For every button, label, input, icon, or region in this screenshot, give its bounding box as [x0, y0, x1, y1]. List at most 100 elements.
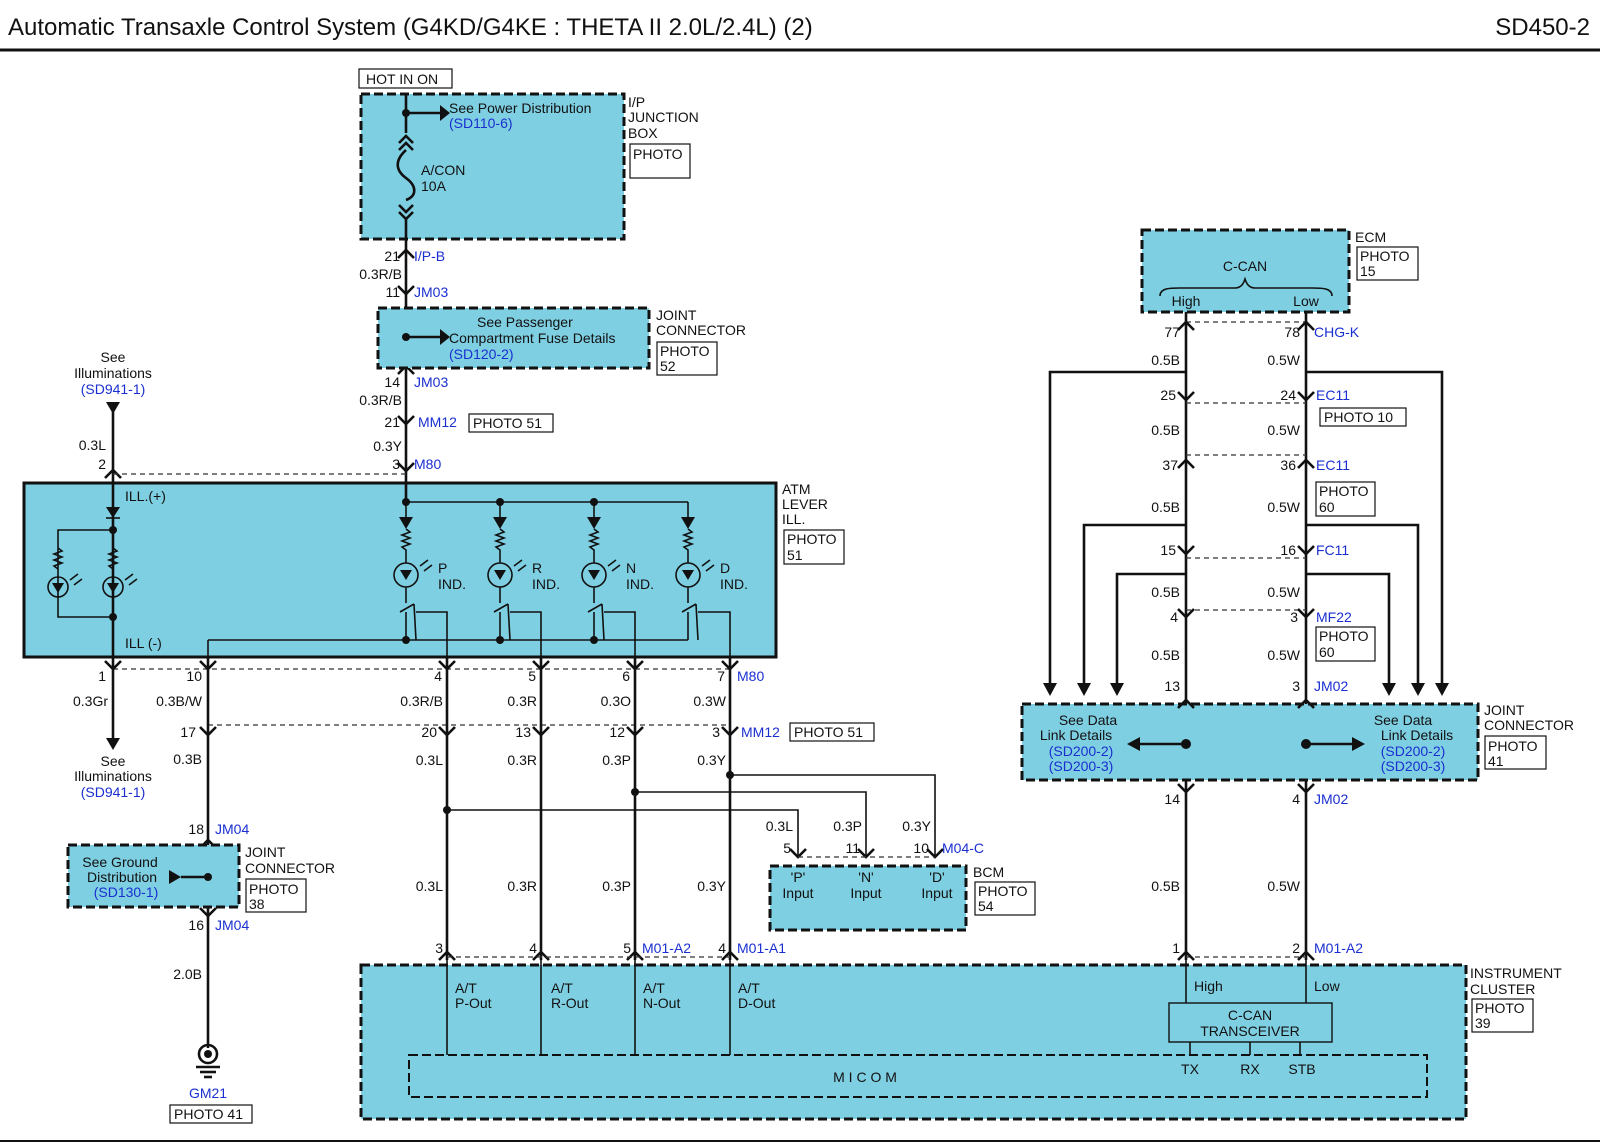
- at-r-at: A/T: [551, 980, 573, 996]
- illum-top-see: See: [101, 349, 126, 365]
- atm-photo: PHOTO: [787, 531, 837, 547]
- lamp-n-ind-label: IND.: [626, 576, 654, 592]
- connector-chevron: [1177, 391, 1195, 402]
- connector-chevron: [1297, 950, 1315, 961]
- micom-label: M I C O M: [833, 1069, 897, 1085]
- jc41-left-ref1: (SD200-2): [1049, 743, 1114, 759]
- wire-illum-bottom: 1 0.3Gr See Illuminations (SD941-1): [73, 657, 152, 800]
- photo-41-ground: PHOTO 41: [174, 1106, 243, 1122]
- pin-24: 24: [1280, 387, 1296, 403]
- wire-0-3rb-b: 0.3R/B: [359, 392, 402, 408]
- jm04-ref: (SD130-1): [94, 884, 159, 900]
- wire-0-5w-5: 0.5W: [1267, 647, 1300, 663]
- wire-0-5w-1: 0.5W: [1267, 352, 1300, 368]
- photo-51-a: PHOTO 51: [473, 415, 542, 431]
- conn-m80-a: M80: [414, 456, 441, 472]
- connector-chevron: [1297, 458, 1315, 469]
- cluster-high: High: [1194, 978, 1223, 994]
- cluster-photo: PHOTO: [1475, 1000, 1525, 1016]
- jc41-photo: PHOTO: [1488, 738, 1538, 754]
- wire-0-3gr: 0.3Gr: [73, 693, 108, 709]
- connector-chevron: [1297, 698, 1315, 709]
- lamp-r-letter: R: [532, 560, 542, 576]
- jc41-right-ref2: (SD200-3): [1381, 758, 1446, 774]
- cluster-low: Low: [1314, 978, 1341, 994]
- pin-2: 2: [98, 456, 106, 472]
- jc41-right-link: Link Details: [1381, 727, 1453, 743]
- bcm-input-n-label: 'N': [858, 869, 873, 885]
- conn-m01-a2-b: M01-A2: [1314, 940, 1363, 956]
- bcm-wire-0-3y: 0.3Y: [902, 818, 931, 834]
- conn-ip-b: I/P-B: [414, 248, 445, 264]
- wire-0-3y: 0.3Y: [373, 438, 402, 454]
- jm04-title1: JOINT: [245, 844, 286, 860]
- photo-60-b: PHOTO: [1319, 628, 1369, 644]
- ecm-low: Low: [1293, 293, 1320, 309]
- cluster-transceiver: TRANSCEIVER: [1200, 1023, 1300, 1039]
- conn-jm02-a: JM02: [1314, 678, 1348, 694]
- cl-pin-4b: 4: [718, 940, 726, 956]
- wire-0-5b-5: 0.5B: [1151, 647, 1180, 663]
- pin-3-m80: 3: [392, 456, 400, 472]
- wire-0-3y-low: 0.3Y: [697, 878, 726, 894]
- jc52-line2: Compartment Fuse Details: [449, 330, 616, 346]
- wire-0-3bw: 0.3B/W: [156, 693, 203, 709]
- illum-top-ref: (SD941-1): [81, 381, 146, 397]
- jm04-dist: Distribution: [87, 869, 157, 885]
- see-power-distribution: See Power Distribution: [449, 100, 591, 116]
- at-p-at: A/T: [455, 980, 477, 996]
- conn-mm12-b: MM12: [741, 724, 780, 740]
- joint-connector-41: See Data Link Details (SD200-2) (SD200-3…: [1020, 702, 1574, 782]
- can-connector-symbols: [1177, 320, 1315, 961]
- lamp-p-ind-label: IND.: [438, 576, 466, 592]
- jc41-right-see: See Data: [1374, 712, 1433, 728]
- pin-18: 18: [188, 821, 204, 837]
- jc41-photo-num: 41: [1488, 753, 1504, 769]
- wire-0-3l-top: 0.3L: [79, 437, 106, 453]
- cluster-ccan: C-CAN: [1228, 1007, 1272, 1023]
- wire-0-5b-4: 0.5B: [1151, 584, 1180, 600]
- pin-4-jm02: 4: [1292, 791, 1300, 807]
- connector-chevron: [1177, 320, 1195, 331]
- conn-ec11-a: EC11: [1316, 387, 1350, 403]
- wire-0-3y-mid: 0.3Y: [697, 752, 726, 768]
- pin-5: 5: [528, 668, 536, 684]
- wire-0-3p-low: 0.3P: [602, 878, 631, 894]
- jc52-title1: JOINT: [656, 307, 697, 323]
- conn-ec11-b: EC11: [1316, 457, 1350, 473]
- header: Automatic Transaxle Control System (G4KD…: [0, 14, 1600, 1142]
- cluster-label1: INSTRUMENT: [1470, 965, 1562, 981]
- wire-0-5w-6: 0.5W: [1267, 878, 1300, 894]
- wire-0-3l-low: 0.3L: [416, 878, 443, 894]
- jc41-left-see: See Data: [1059, 712, 1118, 728]
- jc52-line1: See Passenger: [477, 314, 573, 330]
- atm-bottom-wiring: [113, 636, 730, 726]
- micom-stb: STB: [1288, 1061, 1315, 1077]
- pin-78: 78: [1284, 324, 1300, 340]
- wire-0-3w: 0.3W: [693, 693, 726, 709]
- pin-11: 11: [385, 284, 400, 300]
- pin-7: 7: [717, 668, 725, 684]
- at-d-at: A/T: [738, 980, 760, 996]
- photo-51-b: PHOTO 51: [794, 724, 863, 740]
- pin-3-mf22: 3: [1290, 609, 1298, 625]
- ip-junction-box: HOT IN ON See Power Distribution (SD110-…: [358, 68, 699, 241]
- bcm-input-n: Input: [850, 885, 881, 901]
- lamp-p-letter: P: [438, 560, 447, 576]
- pin-21-mm12: 21: [384, 414, 400, 430]
- wire-0-3b: 0.3B: [173, 751, 202, 767]
- bcm-input-d-label: 'D': [929, 869, 944, 885]
- conn-jm03-a: JM03: [414, 284, 448, 300]
- illuminations-top: See Illuminations (SD941-1) 0.3L 2: [74, 349, 406, 483]
- can-branch-arrows: [1043, 370, 1449, 696]
- pin-1-m80: 1: [98, 668, 106, 684]
- atm-label3: ILL.: [782, 511, 805, 527]
- cluster-label2: CLUSTER: [1470, 981, 1535, 997]
- connector-chevron: [1297, 545, 1315, 556]
- bcm-photo: PHOTO: [978, 883, 1028, 899]
- wire-0-3l-mid: 0.3L: [416, 752, 443, 768]
- can-bus-wiring: 77 78 CHG-K 0.5B 0.5W 25 24 EC11 PHOTO 1…: [1151, 312, 1407, 960]
